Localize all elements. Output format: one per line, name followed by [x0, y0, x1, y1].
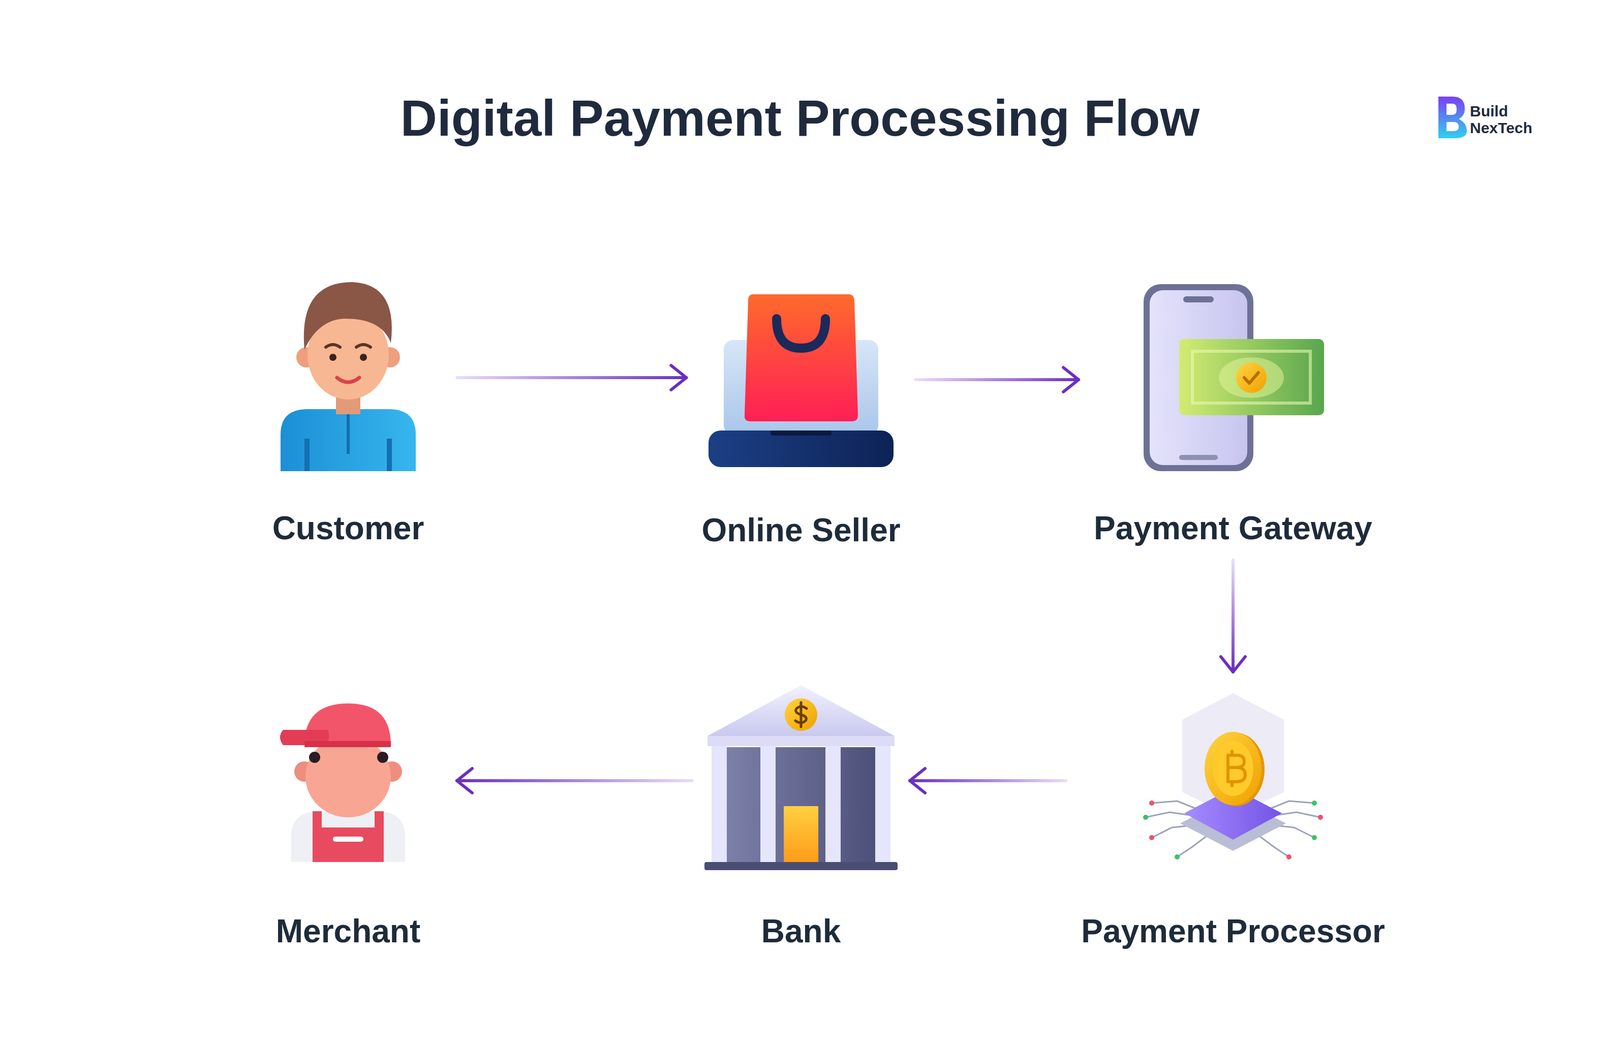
- flow-node: Customer: [251, 281, 445, 548]
- bank-icon: [704, 685, 898, 871]
- arrow-head: [670, 365, 687, 390]
- flow-arrow: [1231, 560, 1235, 672]
- icon-area: [704, 684, 898, 878]
- flow-arrow: [909, 779, 1066, 783]
- logo-text: Build NexTech: [1469, 102, 1547, 137]
- flow-arrow: [915, 378, 1079, 382]
- node-label: Online Seller: [698, 510, 904, 550]
- node-label: Payment Processor: [1078, 911, 1389, 951]
- flow-node: Payment Processor: [1078, 684, 1389, 951]
- online-seller-icon: [708, 294, 894, 468]
- arrow-head: [1220, 656, 1246, 672]
- logo-mark: [1438, 96, 1467, 139]
- arrow-head: [1063, 367, 1079, 392]
- payment-gateway-icon: [1143, 284, 1325, 472]
- icon-area: [704, 283, 898, 477]
- payment-processor-icon: [1143, 693, 1323, 860]
- icon-area: [251, 684, 445, 878]
- flow-arrow: [456, 779, 693, 783]
- arrow-head: [909, 768, 926, 793]
- icon-area: [251, 281, 445, 475]
- flow-node: Merchant: [251, 684, 445, 951]
- node-label: Customer: [269, 508, 428, 548]
- arrow-head: [456, 768, 473, 793]
- flow-node: Bank: [704, 684, 898, 951]
- merchant-icon: [280, 703, 406, 863]
- flow-node: Online Seller: [698, 283, 904, 550]
- flow-arrow: [456, 376, 687, 380]
- node-label: Bank: [758, 911, 845, 951]
- icon-area: [1136, 281, 1330, 475]
- diagram-title: Digital Payment Processing Flow: [0, 87, 1600, 149]
- node-label: Merchant: [272, 911, 424, 951]
- customer-icon: [280, 282, 416, 472]
- flow-node: Payment Gateway: [1090, 281, 1376, 548]
- node-label: Payment Gateway: [1090, 508, 1376, 548]
- icon-area: [1136, 684, 1330, 878]
